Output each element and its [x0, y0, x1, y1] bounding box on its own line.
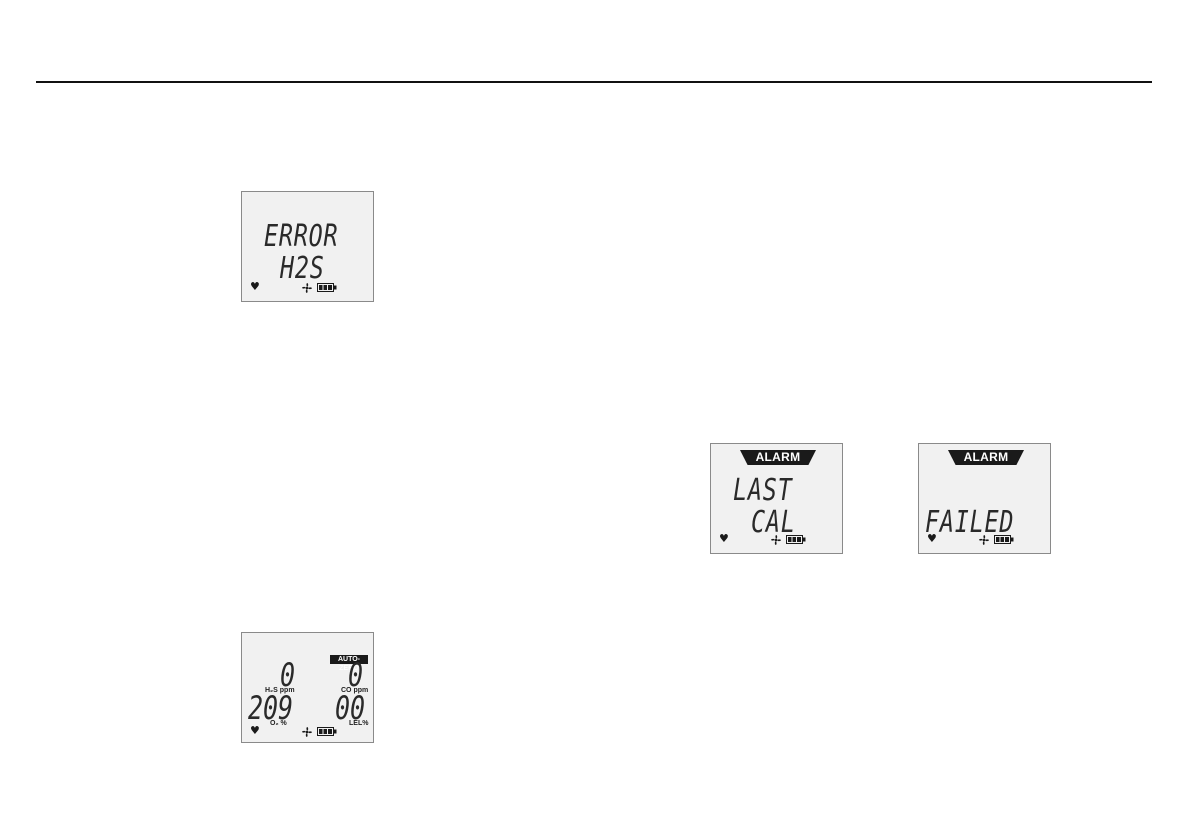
- lcd-last-cal-display: ALARM LAST CAL ♥: [710, 443, 843, 554]
- lcd-error-display: ERROR H2S ♥: [241, 191, 374, 302]
- fan-icon: [977, 533, 991, 547]
- alarm-banner: ALARM: [740, 450, 816, 465]
- status-row: ♥: [250, 281, 368, 295]
- lcd-line-2: H2S: [280, 254, 325, 284]
- status-row: ♥: [719, 533, 837, 547]
- fan-icon: [769, 533, 783, 547]
- alarm-banner: ALARM: [948, 450, 1024, 465]
- header-rule: [36, 81, 1152, 83]
- battery-icon: [317, 283, 337, 292]
- heart-icon: ♥: [719, 533, 729, 545]
- status-row: ♥: [927, 533, 1045, 547]
- lcd-line-1: LAST: [733, 476, 792, 506]
- fan-icon: [300, 281, 314, 295]
- heart-icon: ♥: [927, 533, 937, 545]
- lcd-line-1: ERROR: [264, 222, 338, 252]
- battery-icon: [317, 727, 337, 736]
- status-row: ♥: [250, 725, 368, 739]
- lcd-failed-display: ALARM FAILED ♥: [918, 443, 1051, 554]
- heart-icon: ♥: [250, 281, 260, 293]
- fan-icon: [300, 725, 314, 739]
- lcd-readings-display: AUTO-ZERO 0 H₂S ppm 0 CO ppm 209 O₂ % 00…: [241, 632, 374, 743]
- battery-icon: [786, 535, 806, 544]
- battery-icon: [994, 535, 1014, 544]
- heart-icon: ♥: [250, 725, 260, 737]
